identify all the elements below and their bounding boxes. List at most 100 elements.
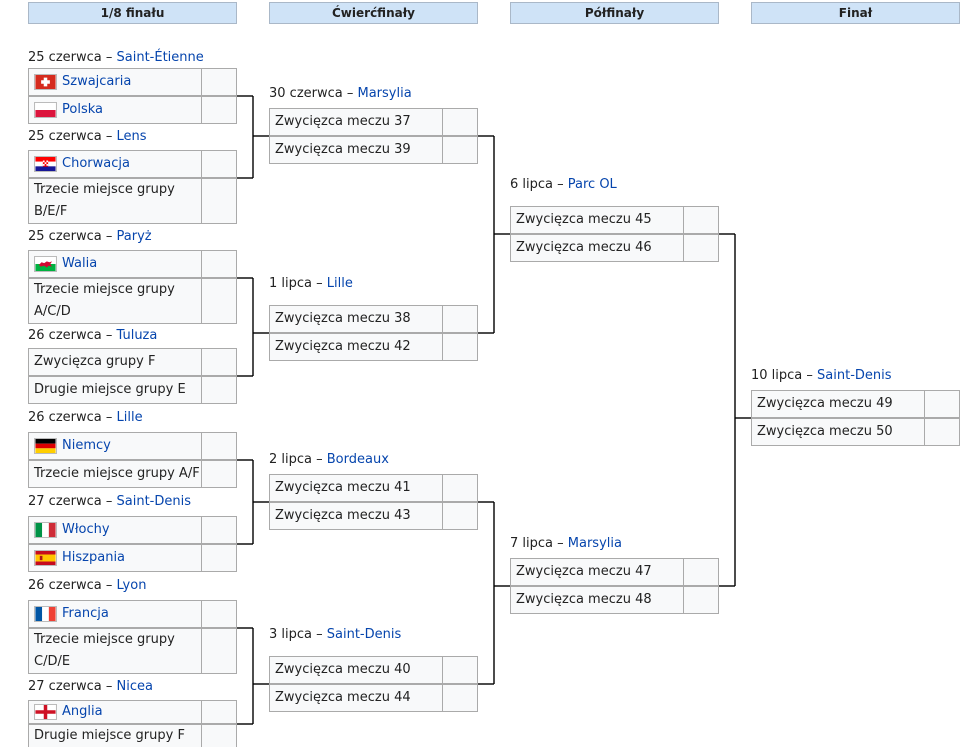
venue-link[interactable]: Lens	[116, 129, 147, 144]
team-name[interactable]: Niemcy	[62, 438, 111, 453]
match-date: 1 lipca –	[269, 276, 327, 291]
venue-link[interactable]: Saint-Étienne	[116, 50, 204, 65]
team-name: Zwycięzca grupy F	[34, 354, 156, 369]
poland-flag-icon	[34, 102, 57, 118]
venue-link[interactable]: Tuluza	[116, 328, 158, 343]
match-date: 25 czerwca –	[28, 229, 117, 244]
team-name[interactable]: Szwajcaria	[62, 74, 132, 89]
score-cell	[201, 151, 236, 177]
croatia-flag-icon	[34, 156, 57, 172]
team-slot: Hiszpania	[28, 544, 237, 572]
score-cell	[683, 587, 718, 613]
team-slot: Drugie miejsce grupy E	[28, 376, 237, 404]
team-slot: Trzecie miejsce grupy B/E/F	[28, 178, 237, 224]
match-date: 30 czerwca –	[269, 86, 358, 101]
venue-link[interactable]: Saint-Denis	[326, 627, 402, 642]
match-label-qf-1: 30 czerwca – Marsylia	[269, 86, 412, 102]
match-label-sf-1: 6 lipca – Parc OL	[510, 177, 617, 193]
score-cell	[442, 334, 477, 360]
team-name: Zwycięzca meczu 49	[757, 396, 893, 411]
score-cell	[201, 251, 236, 277]
switzerland-flag-icon	[34, 74, 57, 90]
score-cell	[442, 685, 477, 711]
venue-link[interactable]: Paryż	[116, 229, 152, 244]
score-cell	[442, 109, 477, 135]
match-date: 26 czerwca –	[28, 578, 117, 593]
match-date: 26 czerwca –	[28, 410, 117, 425]
score-cell	[924, 419, 959, 445]
match-date: 6 lipca –	[510, 177, 568, 192]
team-name: Zwycięzca meczu 37	[275, 114, 411, 129]
score-cell	[442, 657, 477, 683]
round-header-quarterfinals: Ćwierćfinały	[269, 2, 478, 24]
team-name: Drugie miejsce grupy E	[34, 382, 186, 397]
venue-link[interactable]: Bordeaux	[326, 452, 389, 467]
venue-link[interactable]: Lyon	[116, 578, 147, 593]
team-name: Zwycięzca meczu 42	[275, 339, 411, 354]
venue-link[interactable]: Lille	[326, 276, 353, 291]
score-cell	[201, 433, 236, 459]
match-label-qf-2: 1 lipca – Lille	[269, 276, 353, 292]
team-slot: Zwycięzca meczu 44	[269, 684, 478, 712]
match-label-qf-4: 3 lipca – Saint-Denis	[269, 627, 401, 643]
team-name: Zwycięzca meczu 47	[516, 564, 652, 579]
venue-link[interactable]: Saint-Denis	[817, 368, 892, 383]
team-name[interactable]: Chorwacja	[62, 156, 130, 171]
match-label-qf-3: 2 lipca – Bordeaux	[269, 452, 389, 468]
team-name[interactable]: Walia	[62, 256, 98, 271]
team-name: Zwycięzca meczu 38	[275, 311, 411, 326]
match-date: 2 lipca –	[269, 452, 327, 467]
france-flag-icon	[34, 606, 57, 622]
team-name[interactable]: Anglia	[62, 704, 103, 719]
team-slot: Szwajcaria	[28, 68, 237, 96]
team-slot: Trzecie miejsce grupy C/D/E	[28, 628, 237, 674]
venue-link[interactable]: Marsylia	[567, 536, 622, 551]
score-cell	[201, 97, 236, 123]
team-slot: Zwycięzca meczu 38	[269, 305, 478, 333]
team-name[interactable]: Włochy	[62, 522, 110, 537]
score-cell	[201, 517, 236, 543]
england-flag-icon	[34, 704, 57, 720]
team-name: Drugie miejsce grupy F	[34, 728, 185, 743]
team-slot: Zwycięzca meczu 37	[269, 108, 478, 136]
match-date: 7 lipca –	[510, 536, 568, 551]
team-slot: Zwycięzca grupy F	[28, 348, 237, 376]
match-date: 26 czerwca –	[28, 328, 117, 343]
match-label-r16-8: 27 czerwca – Nicea	[28, 679, 153, 695]
team-name: Zwycięzca meczu 40	[275, 662, 411, 677]
score-cell	[683, 235, 718, 261]
score-cell	[924, 391, 959, 417]
match-date: 10 lipca –	[751, 368, 818, 383]
team-name[interactable]: Hiszpania	[62, 550, 126, 565]
team-name: Zwycięzca meczu 44	[275, 690, 411, 705]
team-name[interactable]: Polska	[62, 102, 103, 117]
score-cell	[442, 137, 477, 163]
match-date: 27 czerwca –	[28, 494, 117, 509]
team-slot: Zwycięzca meczu 43	[269, 502, 478, 530]
team-slot: Zwycięzca meczu 49	[751, 390, 960, 418]
round-header-r16: 1/8 finału	[28, 2, 237, 24]
score-cell	[201, 629, 236, 673]
venue-link[interactable]: Lille	[116, 410, 143, 425]
venue-link[interactable]: Marsylia	[357, 86, 412, 101]
venue-link[interactable]: Parc OL	[567, 177, 617, 192]
team-name: Zwycięzca meczu 43	[275, 508, 411, 523]
team-slot: Zwycięzca meczu 40	[269, 656, 478, 684]
score-cell	[201, 461, 236, 487]
score-cell	[201, 601, 236, 627]
venue-link[interactable]: Saint-Denis	[116, 494, 192, 509]
match-label-r16-5: 26 czerwca – Lille	[28, 410, 143, 426]
score-cell	[683, 207, 718, 233]
team-name[interactable]: Francja	[62, 606, 109, 621]
score-cell	[201, 279, 236, 323]
team-name: Zwycięzca meczu 50	[757, 424, 893, 439]
team-name: Zwycięzca meczu 39	[275, 142, 411, 157]
match-date: 3 lipca –	[269, 627, 327, 642]
team-name: Zwycięzca meczu 41	[275, 480, 411, 495]
score-cell	[201, 179, 236, 223]
team-slot: Zwycięzca meczu 41	[269, 474, 478, 502]
score-cell	[201, 377, 236, 403]
score-cell	[442, 475, 477, 501]
wales-flag-icon	[34, 256, 57, 272]
venue-link[interactable]: Nicea	[116, 679, 153, 694]
